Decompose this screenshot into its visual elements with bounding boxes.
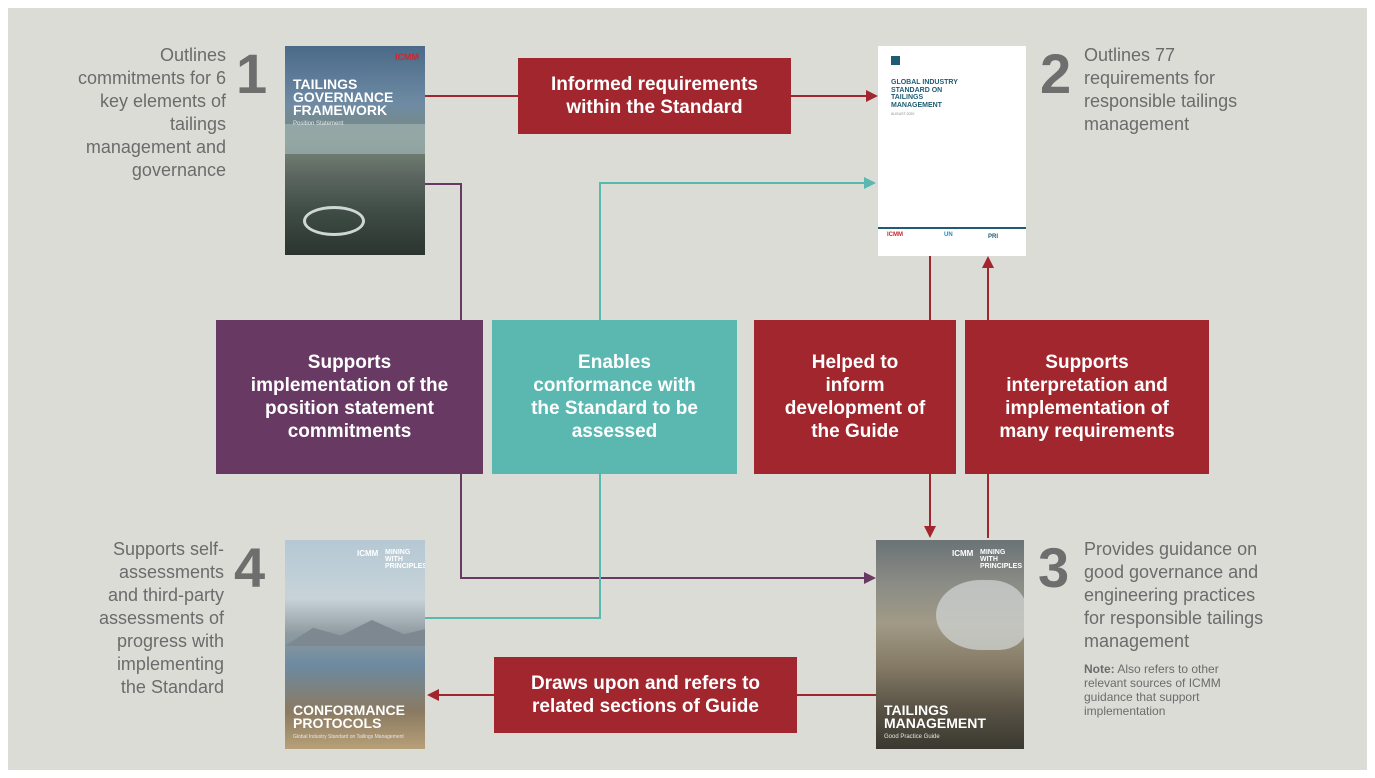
cover-image-tank: [303, 206, 365, 236]
step-1-number: 1: [236, 42, 268, 105]
cover-4-logo: ICMM: [357, 549, 379, 558]
step-3-note-label: Note:: [1084, 662, 1115, 676]
cover-3-logo: ICMM: [952, 549, 974, 558]
connector-enables-conformance: Enables conformance with the Standard to…: [492, 320, 737, 474]
cover-2-date: AUGUST 2020: [891, 112, 915, 116]
step-2-number: 2: [1040, 42, 1072, 105]
cover-conformance-protocols: ICMM MINING WITH PRINCIPLES CONFORMANCE …: [285, 540, 425, 749]
connector-helped-inform-guide: Helped to inform development of the Guid…: [754, 320, 956, 474]
step-3-note: Note: Also refers to other relevant sour…: [1084, 662, 1284, 718]
connector-supports-interpretation: Supports interpretation and implementati…: [965, 320, 1209, 474]
cover-3-title: TAILINGS MANAGEMENT: [884, 702, 986, 731]
cover-1-logo: ICMM: [395, 52, 419, 62]
cover-2-title: GLOBAL INDUSTRY STANDARD ON TAILINGS MAN…: [891, 79, 958, 109]
step-3-description: Provides guidance on good governance and…: [1084, 539, 1264, 651]
cover-2-mark: [891, 56, 900, 65]
cover-image-lake: [285, 124, 425, 154]
connector-informed-requirements: Informed requirements within the Standar…: [518, 58, 791, 134]
connector-supports-implementation: Supports implementation of the position …: [216, 320, 483, 474]
cover-tailings-governance-framework: ICMM TAILINGS GOVERNANCE FRAMEWORK Posit…: [285, 46, 425, 255]
cover-image-dam: [936, 580, 1024, 650]
connector-draws-upon-guide: Draws upon and refers to related section…: [494, 657, 797, 733]
cover-4-tagline: MINING WITH PRINCIPLES: [385, 549, 425, 570]
cover-3-tagline: MINING WITH PRINCIPLES: [980, 549, 1023, 570]
cover-2-rule: [878, 227, 1026, 229]
cover-2-logo-pri: PRI: [988, 234, 999, 240]
step-4-description: Supports self- assessments and third-par…: [98, 539, 224, 697]
step-3-number: 3: [1038, 536, 1070, 599]
cover-1-subtitle: Position Statement: [293, 121, 344, 127]
cover-4-title: CONFORMANCE PROTOCOLS: [293, 702, 405, 731]
step-4-number: 4: [234, 536, 266, 599]
cover-tailings-management: ICMM MINING WITH PRINCIPLES TAILINGS MAN…: [876, 540, 1024, 749]
diagram-canvas: Outlines commitments for 6 key elements …: [8, 8, 1367, 770]
step-1-description: Outlines commitments for 6 key elements …: [77, 45, 226, 180]
step-2-description: Outlines 77 requirements for responsible…: [1084, 45, 1238, 134]
cover-global-industry-standard: GLOBAL INDUSTRY STANDARD ON TAILINGS MAN…: [878, 46, 1026, 256]
cover-2-logo-icmm: ICMM: [887, 232, 903, 238]
cover-image-mountains: [285, 620, 425, 646]
step-3-note-text: Also refers to other relevant sources of…: [1084, 662, 1221, 718]
cover-2-logo-un: UN: [944, 232, 953, 238]
cover-3-subtitle: Good Practice Guide: [884, 734, 940, 740]
cover-4-subtitle: Global Industry Standard on Tailings Man…: [293, 734, 404, 740]
cover-1-title: TAILINGS GOVERNANCE FRAMEWORK: [293, 76, 394, 118]
